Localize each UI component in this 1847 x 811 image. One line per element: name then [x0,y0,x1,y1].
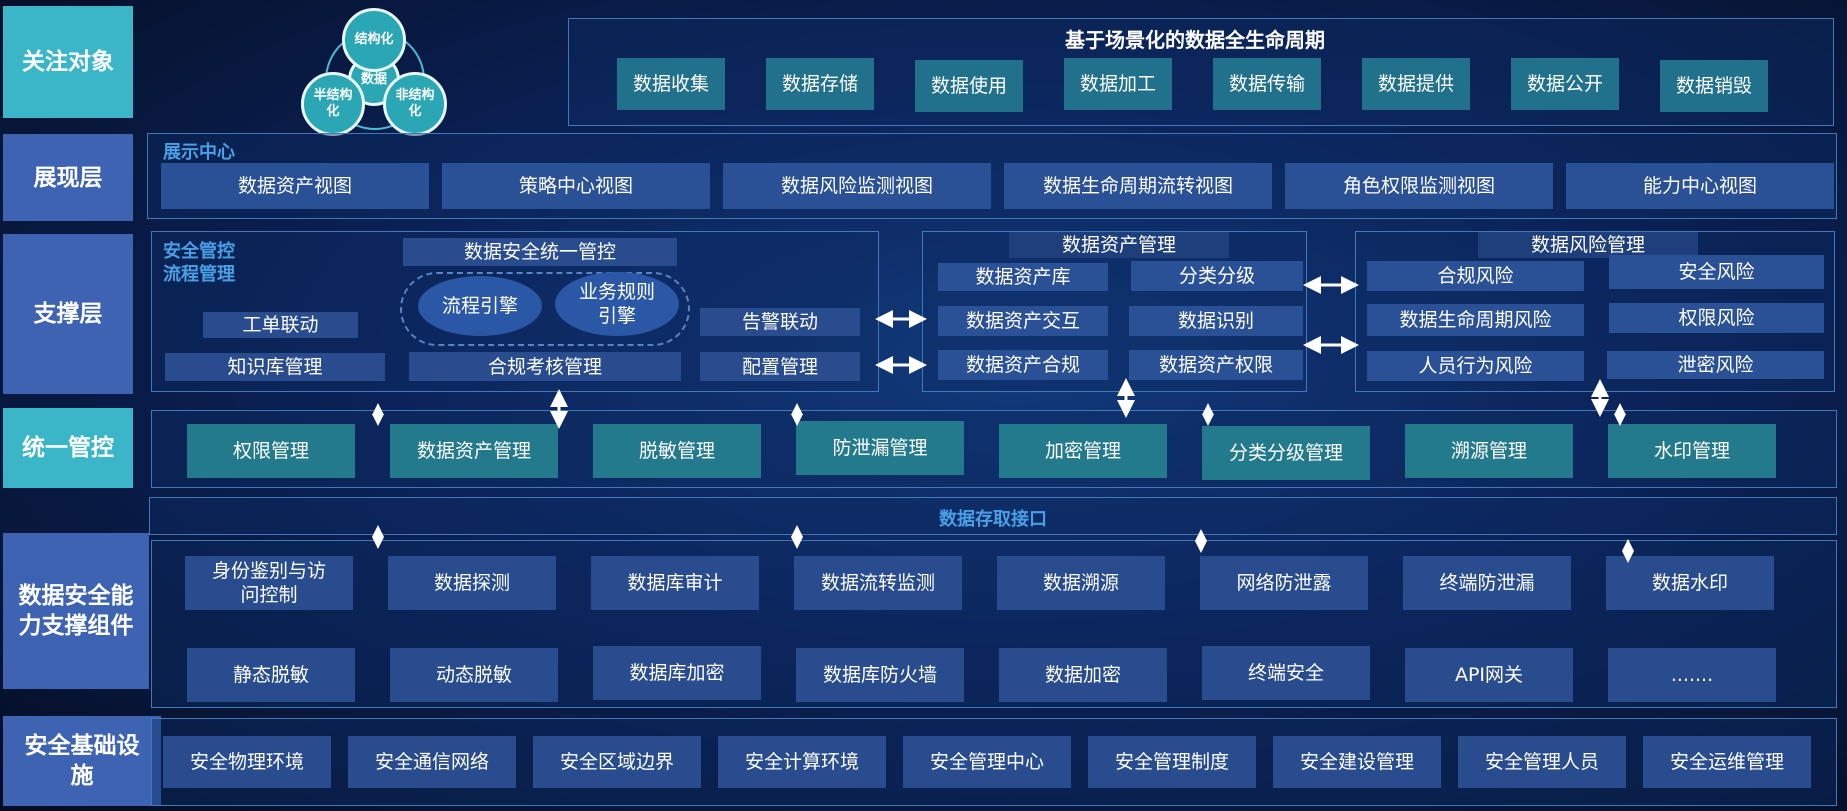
asset-item-1: 数据资产库 [938,263,1108,291]
component-item-1: 身份鉴别与访问控制 [185,556,353,610]
display-view-6: 能力中心视图 [1566,163,1834,209]
engine-process: 流程引擎 [418,276,542,336]
ticket-linkage: 工单联动 [203,312,358,338]
control-item-8: 水印管理 [1608,424,1776,478]
side-label-control: 统一管控 [3,408,133,488]
lifecycle-item-7: 数据公开 [1511,58,1619,110]
component-item-row2-5: 数据加密 [999,648,1167,702]
data-type-unstructured: 非结构化 [383,72,447,136]
alarm-linkage: 告警联动 [700,308,860,336]
engine-rules: 业务规则引擎 [555,272,679,336]
side-label-focus: 关注对象 [3,6,133,118]
side-label-components: 数据安全能力支撑组件 [3,533,149,689]
asset-item-6: 数据资产权限 [1129,350,1303,380]
control-item-2: 数据资产管理 [390,424,558,478]
asset-item-5: 数据资产合规 [938,350,1108,380]
engine-ring [400,272,690,346]
component-item-3: 数据库审计 [591,556,759,610]
side-label-infra: 安全基础设施 [3,716,161,806]
data-type-semi-structured: 半结构化 [301,72,365,136]
side-label-presentation: 展现层 [3,134,133,221]
control-item-4: 防泄漏管理 [796,421,964,475]
component-item-row2-8: ....... [1608,648,1776,702]
lifecycle-item-6: 数据提供 [1362,58,1470,110]
control-item-3: 脱敏管理 [593,424,761,478]
infra-item-9: 安全运维管理 [1643,736,1811,788]
component-item-row2-4: 数据库防火墙 [796,648,964,702]
component-item-row2-3: 数据库加密 [593,646,761,700]
component-item-5: 数据溯源 [997,556,1165,610]
display-view-2: 策略中心视图 [442,163,710,209]
security-process-title: 安全管控流程管理 [163,241,235,285]
component-item-4: 数据流转监测 [794,556,962,610]
control-item-6: 分类分级管理 [1202,426,1370,480]
data-type-structured: 结构化 [342,8,406,72]
risk-item-5: 人员行为风险 [1367,351,1584,381]
lifecycle-item-8: 数据销毁 [1660,60,1768,112]
component-item-row2-1: 静态脱敏 [187,648,355,702]
side-label-support: 支撑层 [3,234,133,394]
risk-mgmt-title: 数据风险管理 [1478,232,1698,258]
asset-item-4: 数据识别 [1129,306,1303,336]
lifecycle-item-2: 数据存储 [766,58,874,110]
lifecycle-item-4: 数据加工 [1064,58,1172,110]
asset-item-2: 分类分级 [1131,261,1303,291]
component-item-row2-6: 终端安全 [1202,646,1370,700]
risk-item-4: 权限风险 [1609,303,1824,333]
display-title: 展示中心 [163,142,235,163]
config-management: 配置管理 [700,352,860,381]
risk-item-2: 安全风险 [1609,255,1824,289]
risk-item-1: 合规风险 [1367,261,1584,291]
lifecycle-item-1: 数据收集 [617,58,725,110]
component-item-8: 数据水印 [1606,556,1774,610]
infra-item-2: 安全通信网络 [348,736,516,788]
asset-mgmt-title: 数据资产管理 [1009,232,1229,258]
display-view-4: 数据生命周期流转视图 [1004,163,1272,209]
display-view-3: 数据风险监测视图 [723,163,991,209]
infra-item-4: 安全计算环境 [718,736,886,788]
display-view-1: 数据资产视图 [161,163,429,209]
knowledge-base: 知识库管理 [165,353,385,381]
interface-bar [149,497,1837,535]
interface-title: 数据存取接口 [939,509,1047,530]
component-item-6: 网络防泄露 [1200,556,1368,610]
infra-item-3: 安全区域边界 [533,736,701,788]
risk-item-3: 数据生命周期风险 [1367,304,1584,336]
lifecycle-title: 基于场景化的数据全生命周期 [1065,28,1325,52]
infra-item-5: 安全管理中心 [903,736,1071,788]
compliance-assessment: 合规考核管理 [409,352,681,381]
control-item-7: 溯源管理 [1405,424,1573,478]
unified-control-box: 数据安全统一管控 [403,238,677,266]
component-item-row2-7: API网关 [1405,648,1573,702]
control-item-1: 权限管理 [187,424,355,478]
component-item-row2-2: 动态脱敏 [390,648,558,702]
infra-item-1: 安全物理环境 [163,736,331,788]
component-item-2: 数据探测 [388,556,556,610]
infra-item-6: 安全管理制度 [1088,736,1256,788]
control-item-5: 加密管理 [999,424,1167,478]
lifecycle-item-5: 数据传输 [1213,58,1321,110]
risk-item-6: 泄密风险 [1607,351,1824,379]
infra-item-7: 安全建设管理 [1273,736,1441,788]
asset-item-3: 数据资产交互 [938,306,1108,336]
component-item-7: 终端防泄漏 [1403,556,1571,610]
infra-item-8: 安全管理人员 [1458,736,1626,788]
lifecycle-item-3: 数据使用 [915,60,1023,112]
display-view-5: 角色权限监测视图 [1285,163,1553,209]
